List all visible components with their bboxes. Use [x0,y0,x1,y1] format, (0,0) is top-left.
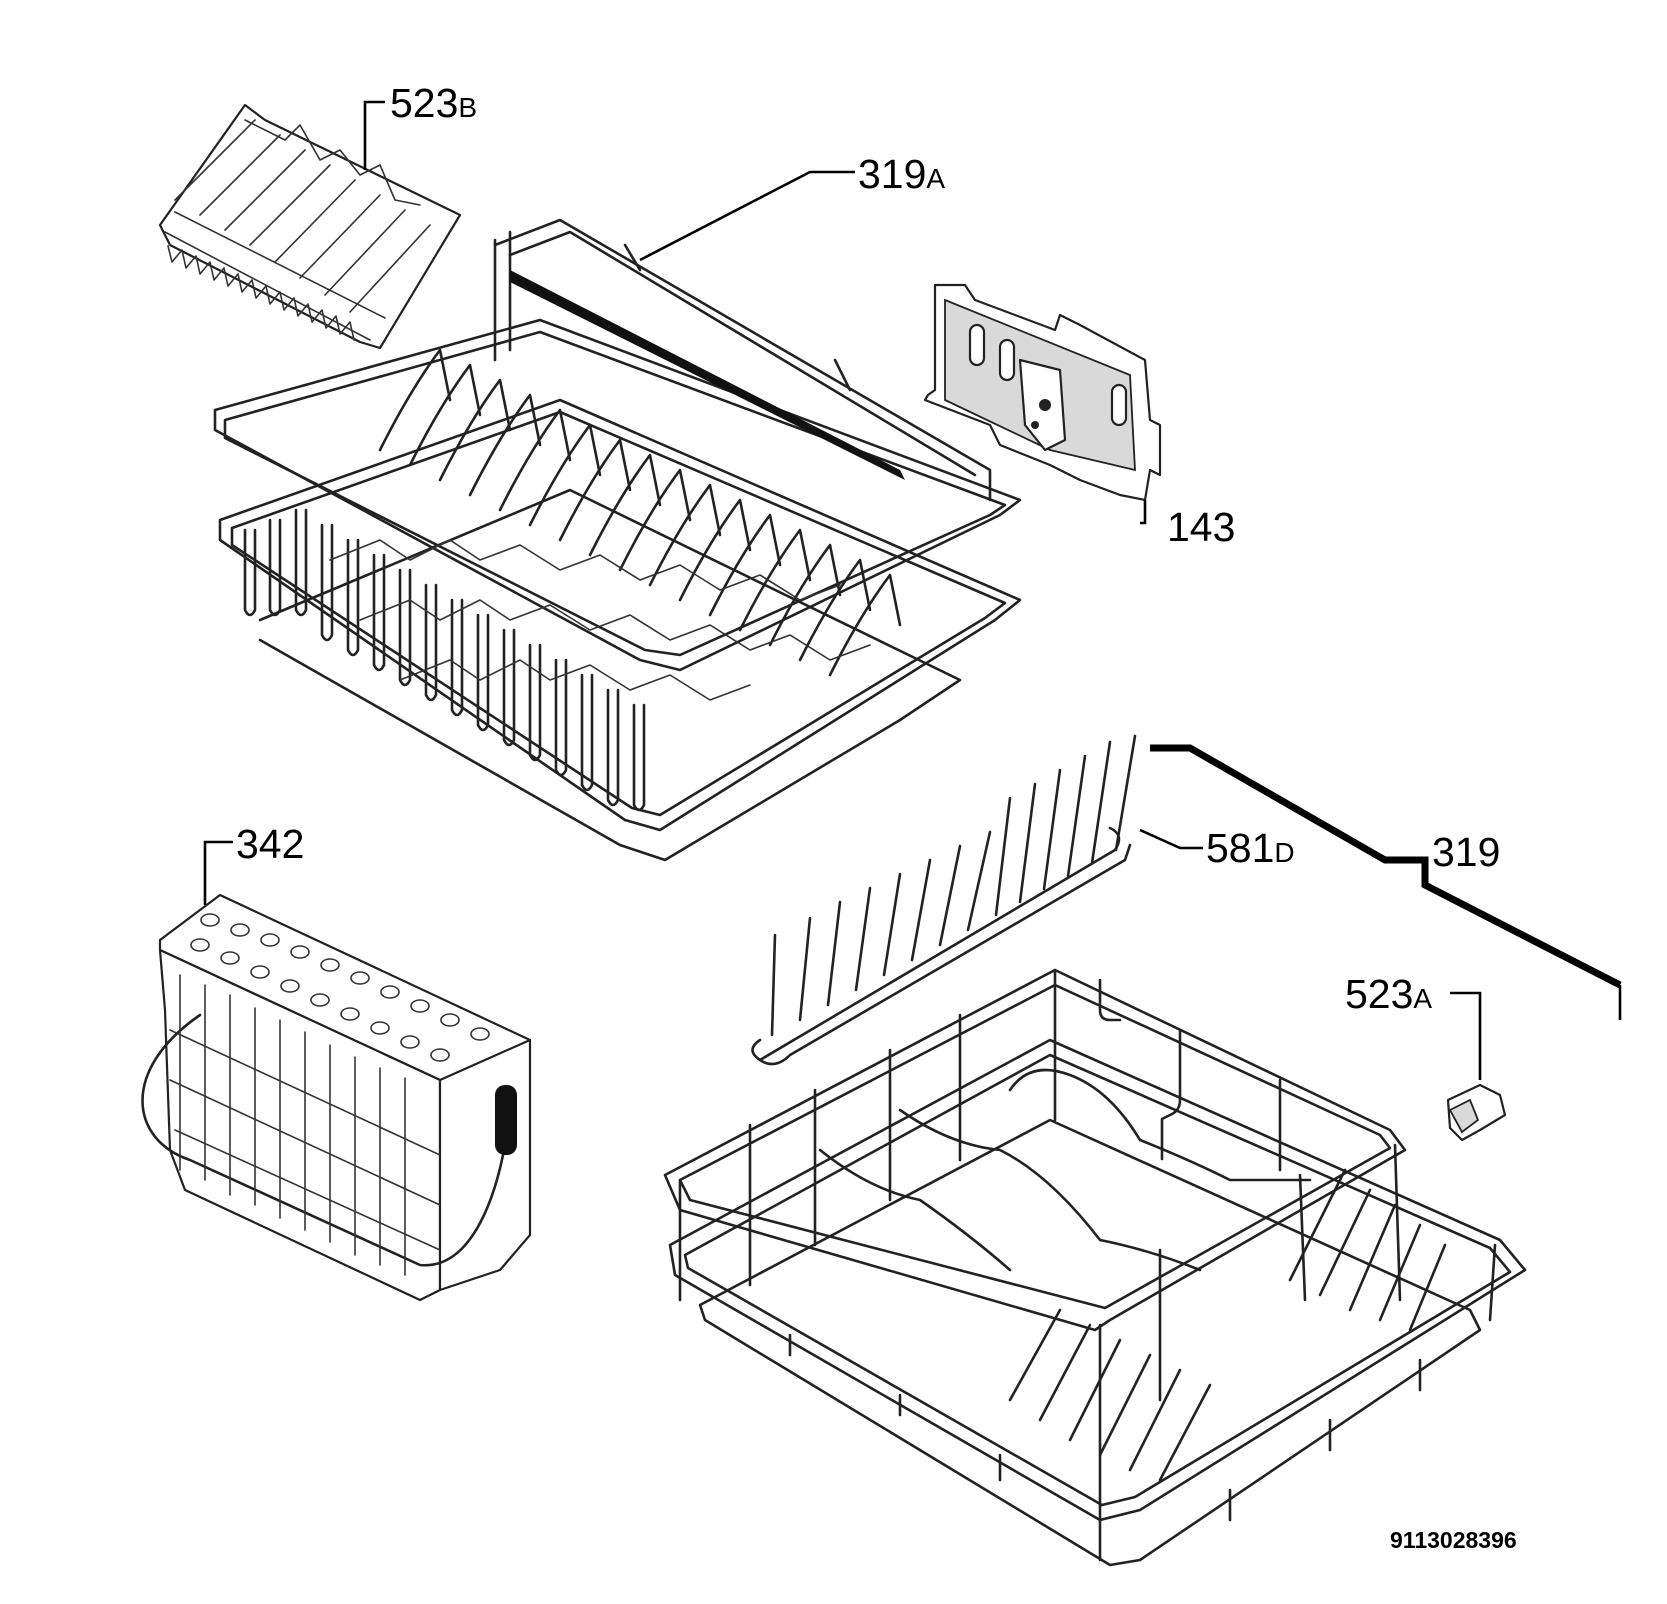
part-523a-clip [1446,1083,1507,1142]
part-581d-tine-row [751,734,1137,1066]
leader-lines [203,100,1622,1080]
leader-523a [1450,991,1482,1080]
callout-523b-suffix: B [458,92,477,123]
callout-581d: 581D [1206,825,1295,871]
callout-581d-number: 581 [1206,825,1274,871]
callout-523a-number: 523 [1345,971,1413,1017]
callout-319a: 319A [858,151,945,197]
callout-143-number: 143 [1167,504,1235,550]
callout-523a: 523A [1345,971,1432,1017]
leader-319 [1150,744,1622,989]
diagram-id: 9113028396 [1390,1527,1517,1553]
callout-342-number: 342 [236,821,304,867]
callout-523b: 523B [390,80,477,126]
callout-523a-suffix: A [1413,983,1432,1014]
leader-523b [363,100,385,170]
part-319a-upper-basket [213,218,1022,862]
callout-523b-number: 523 [390,80,458,126]
callout-143: 143 [1167,504,1235,550]
part-523b-cup-shelf [158,103,462,350]
callout-319-number: 319 [1432,829,1500,875]
part-342-cutlery-basket [141,893,532,1302]
callout-581d-suffix: D [1274,837,1294,868]
callout-342: 342 [236,821,304,867]
cutlery-basket-slats [169,974,441,1276]
part-319-lower-basket [663,968,1527,1567]
part-143-rail-bracket [923,283,1162,502]
callout-319a-suffix: A [926,163,945,194]
callout-319a-number: 319 [858,151,926,197]
callout-319: 319 [1432,829,1500,875]
leader-319a [639,170,855,262]
cutlery-basket-holes [190,913,490,1062]
leader-581d [1139,828,1203,850]
leader-143 [1140,500,1147,525]
leader-342 [203,840,233,905]
